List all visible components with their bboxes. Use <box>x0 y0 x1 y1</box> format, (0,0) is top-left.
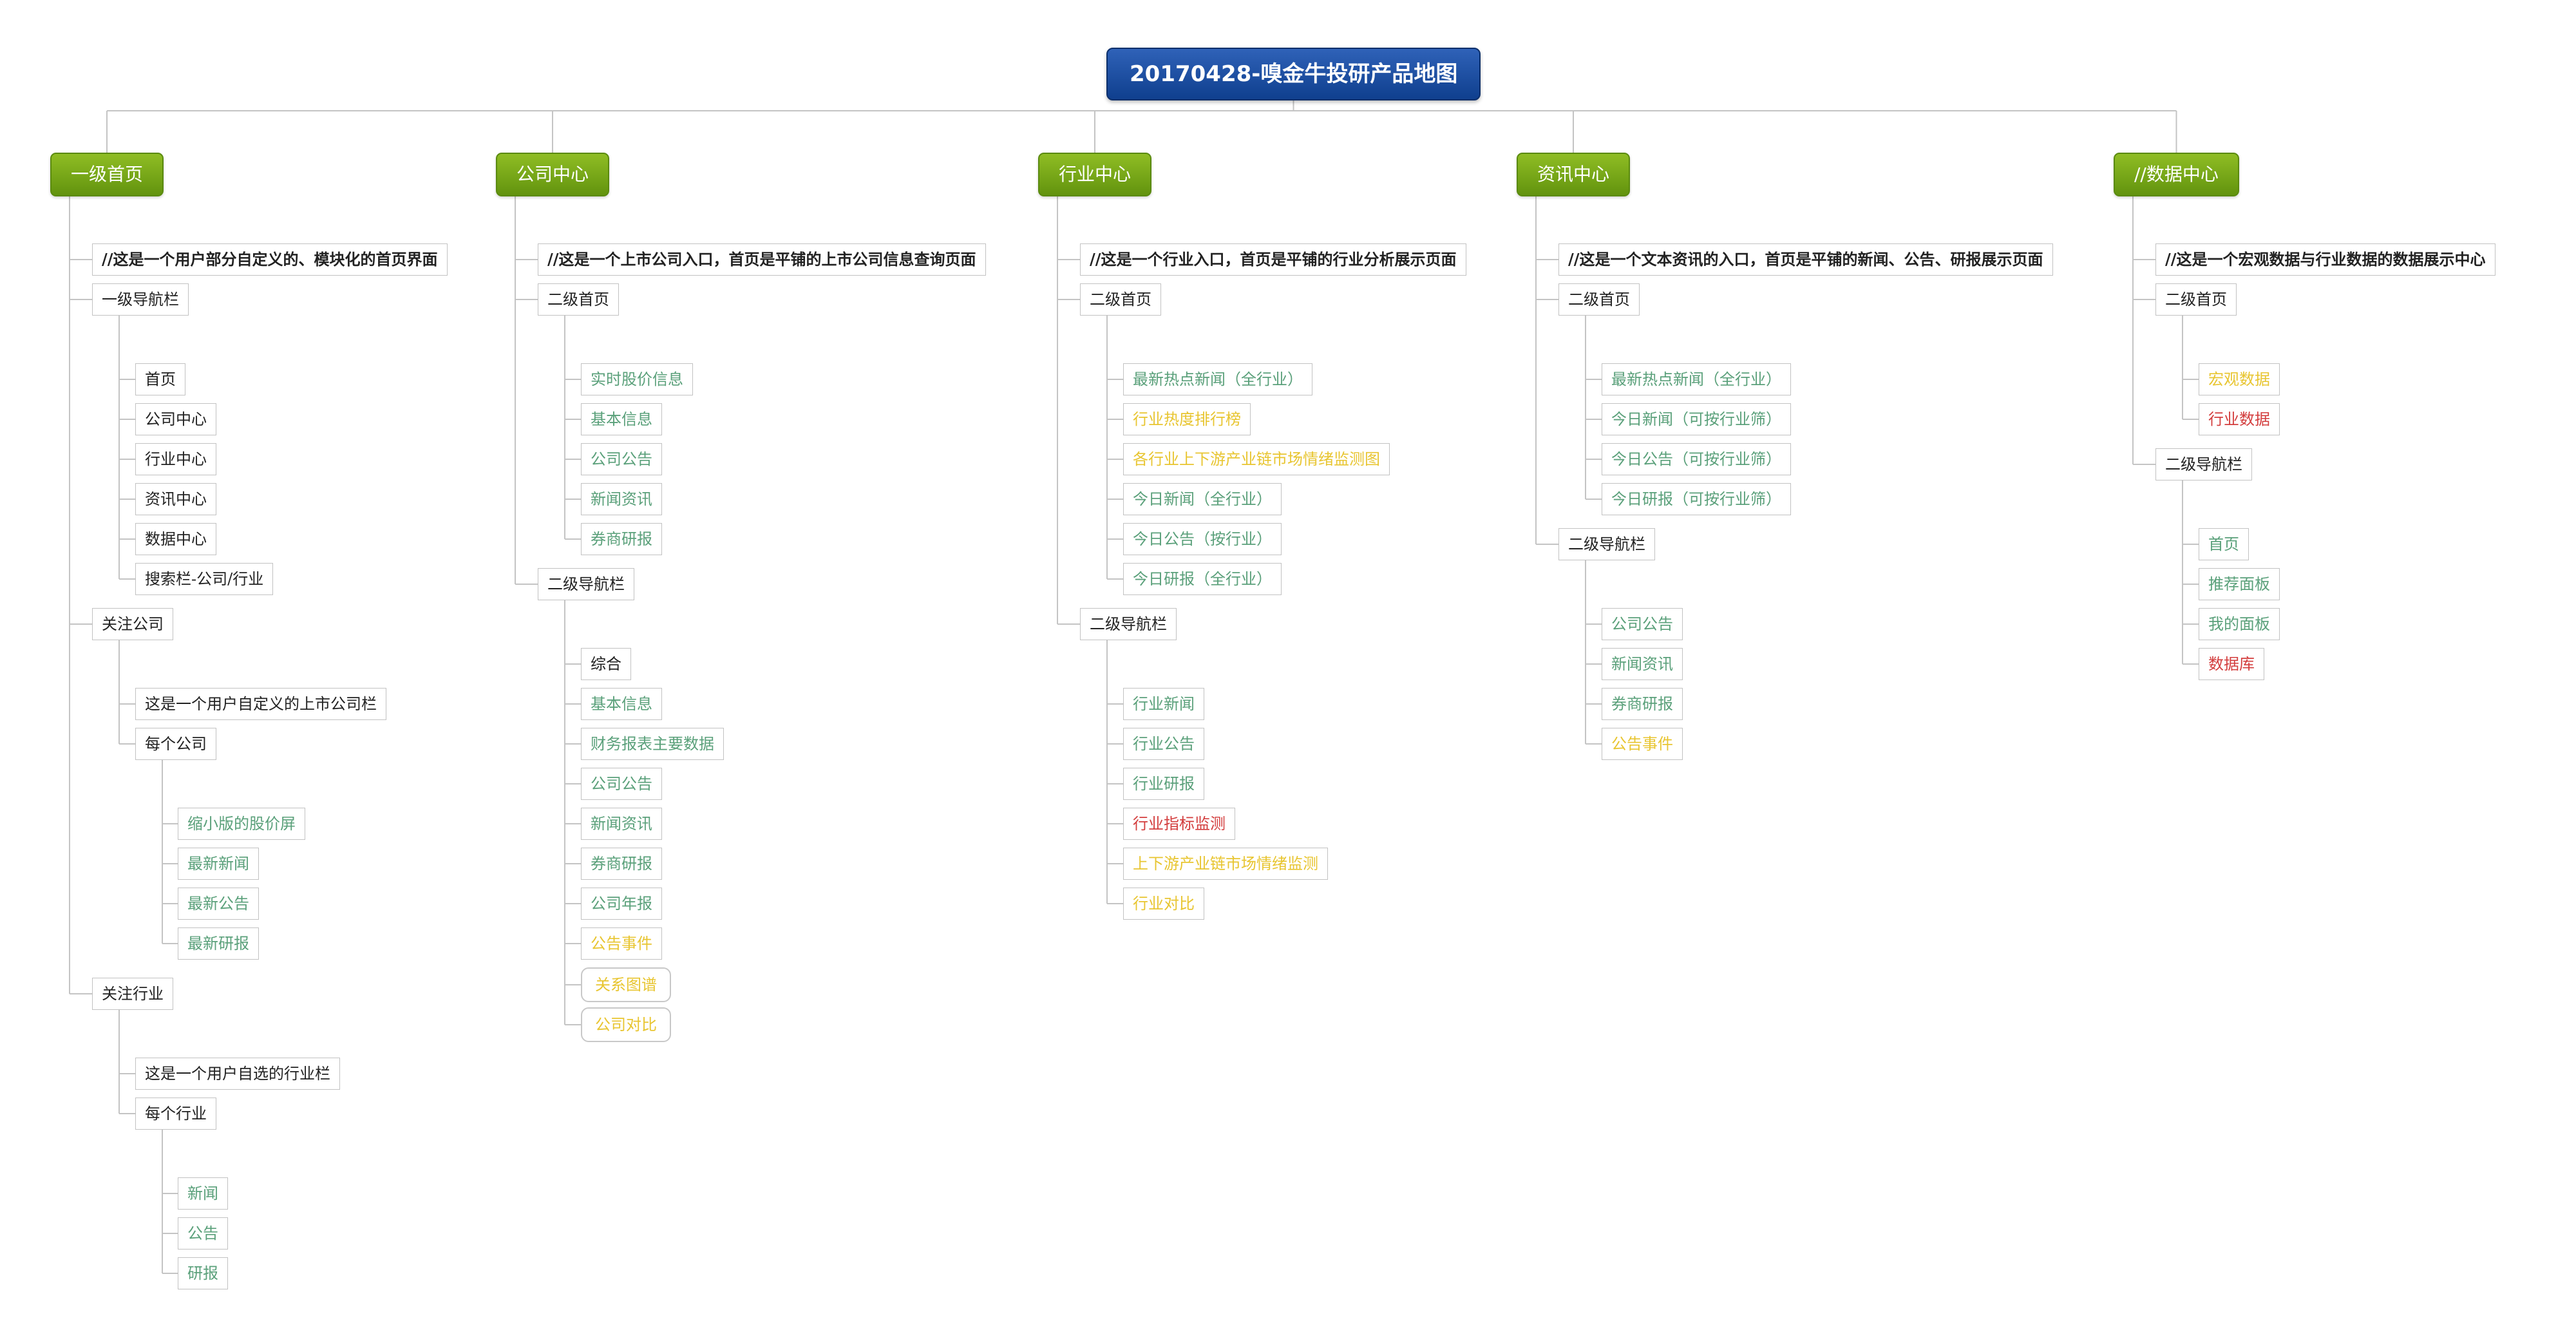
subtopic-node[interactable]: 一级导航栏 <box>92 283 189 316</box>
topic-node[interactable]: 首页 <box>135 363 185 395</box>
topic-node[interactable]: 行业指标监测 <box>1123 808 1235 840</box>
topic-node[interactable]: 新闻资讯 <box>1602 648 1683 680</box>
topic-node[interactable]: 新闻资讯 <box>581 483 662 515</box>
topic-node[interactable]: 今日研报（全行业） <box>1123 563 1282 595</box>
topic-node[interactable]: 宏观数据 <box>2199 363 2280 395</box>
topic-node[interactable]: 券商研报 <box>1602 688 1683 720</box>
leaf-node[interactable]: 公告 <box>178 1217 228 1250</box>
topic-node[interactable]: 财务报表主要数据 <box>581 728 724 760</box>
topic-node[interactable]: 搜索栏-公司/行业 <box>135 563 274 595</box>
subtopic-node[interactable]: 二级首页 <box>2155 283 2237 316</box>
topic-node[interactable]: 行业对比 <box>1123 888 1204 920</box>
topic-node[interactable]: 数据库 <box>2199 648 2264 680</box>
subtopic-node[interactable]: //这是一个上市公司入口，首页是平铺的上市公司信息查询页面 <box>538 243 986 276</box>
subtopic-node[interactable]: 二级首页 <box>1558 283 1640 316</box>
topic-node[interactable]: 今日新闻（可按行业筛） <box>1602 403 1791 435</box>
subtopic-node[interactable]: 二级导航栏 <box>1558 528 1655 560</box>
topic-node[interactable]: 行业新闻 <box>1123 688 1204 720</box>
topic-node[interactable]: 基本信息 <box>581 688 662 720</box>
leaf-node[interactable]: 研报 <box>178 1257 228 1289</box>
branch-topic[interactable]: 公司中心 <box>496 153 610 196</box>
leaf-node[interactable]: 新闻 <box>178 1177 228 1210</box>
topic-node[interactable]: 综合 <box>581 648 631 680</box>
topic-node[interactable]: 这是一个用户自定义的上市公司栏 <box>135 688 386 720</box>
topic-node[interactable]: 公告事件 <box>581 927 662 960</box>
subtopic-node[interactable]: 二级首页 <box>1080 283 1161 316</box>
topic-node[interactable]: 行业研报 <box>1123 768 1204 800</box>
subtopic-node[interactable]: //这是一个文本资讯的入口，首页是平铺的新闻、公告、研报展示页面 <box>1558 243 2053 276</box>
topic-node[interactable]: 基本信息 <box>581 403 662 435</box>
topic-node[interactable]: 首页 <box>2199 528 2249 560</box>
topic-node[interactable]: 券商研报 <box>581 848 662 880</box>
subtopic-node[interactable]: 二级首页 <box>538 283 619 316</box>
branch-topic[interactable]: 一级首页 <box>50 153 164 196</box>
topic-node[interactable]: 推荐面板 <box>2199 568 2280 600</box>
topic-node[interactable]: 公司对比 <box>581 1007 671 1042</box>
topic-node[interactable]: 公司公告 <box>581 443 662 475</box>
topic-node[interactable]: 公司年报 <box>581 888 662 920</box>
topic-node[interactable]: 公告事件 <box>1602 728 1683 760</box>
topic-node[interactable]: 实时股价信息 <box>581 363 693 395</box>
topic-node[interactable]: 我的面板 <box>2199 608 2280 640</box>
subtopic-node[interactable]: 二级导航栏 <box>2155 448 2252 480</box>
topic-node[interactable]: 券商研报 <box>581 523 662 555</box>
topic-node[interactable]: 今日研报（可按行业筛） <box>1602 483 1791 515</box>
topic-node[interactable]: 今日公告（按行业） <box>1123 523 1282 555</box>
leaf-node[interactable]: 最新研报 <box>178 927 259 960</box>
topic-node[interactable]: 数据中心 <box>135 523 216 555</box>
topic-node[interactable]: 今日公告（可按行业筛） <box>1602 443 1791 475</box>
topic-node[interactable]: 关系图谱 <box>581 967 671 1002</box>
topic-node[interactable]: 每个公司 <box>135 728 216 760</box>
subtopic-node[interactable]: 二级导航栏 <box>1080 608 1177 640</box>
topic-node[interactable]: 每个行业 <box>135 1098 216 1130</box>
topic-node[interactable]: 最新热点新闻（全行业） <box>1602 363 1791 395</box>
subtopic-node[interactable]: //这是一个用户部分自定义的、模块化的首页界面 <box>92 243 448 276</box>
topic-node[interactable]: 新闻资讯 <box>581 808 662 840</box>
subtopic-node[interactable]: //这是一个宏观数据与行业数据的数据展示中心 <box>2155 243 2496 276</box>
subtopic-node[interactable]: 关注行业 <box>92 978 173 1010</box>
topic-node[interactable]: 行业公告 <box>1123 728 1204 760</box>
leaf-node[interactable]: 最新新闻 <box>178 848 259 880</box>
branch-topic[interactable]: 资讯中心 <box>1517 153 1631 196</box>
topic-node[interactable]: 资讯中心 <box>135 483 216 515</box>
topic-node[interactable]: 上下游产业链市场情绪监测 <box>1123 848 1328 880</box>
topic-node[interactable]: 这是一个用户自选的行业栏 <box>135 1058 340 1090</box>
branch-topic[interactable]: 行业中心 <box>1038 153 1152 196</box>
topic-node[interactable]: 最新热点新闻（全行业） <box>1123 363 1312 395</box>
subtopic-node[interactable]: 二级导航栏 <box>538 568 634 600</box>
topic-node[interactable]: 公司公告 <box>1602 608 1683 640</box>
subtopic-node[interactable]: //这是一个行业入口，首页是平铺的行业分析展示页面 <box>1080 243 1466 276</box>
branch-topic[interactable]: //数据中心 <box>2114 153 2239 196</box>
topic-node[interactable]: 行业中心 <box>135 443 216 475</box>
topic-node[interactable]: 公司公告 <box>581 768 662 800</box>
topic-node[interactable]: 公司中心 <box>135 403 216 435</box>
topic-node[interactable]: 各行业上下游产业链市场情绪监测图 <box>1123 443 1390 475</box>
topic-node[interactable]: 行业数据 <box>2199 403 2280 435</box>
leaf-node[interactable]: 缩小版的股价屏 <box>178 808 305 840</box>
leaf-node[interactable]: 最新公告 <box>178 888 259 920</box>
subtopic-node[interactable]: 关注公司 <box>92 608 173 640</box>
topic-node[interactable]: 行业热度排行榜 <box>1123 403 1251 435</box>
root-topic[interactable]: 20170428-嗅金牛投研产品地图 <box>1106 48 1481 100</box>
topic-node[interactable]: 今日新闻（全行业） <box>1123 483 1282 515</box>
